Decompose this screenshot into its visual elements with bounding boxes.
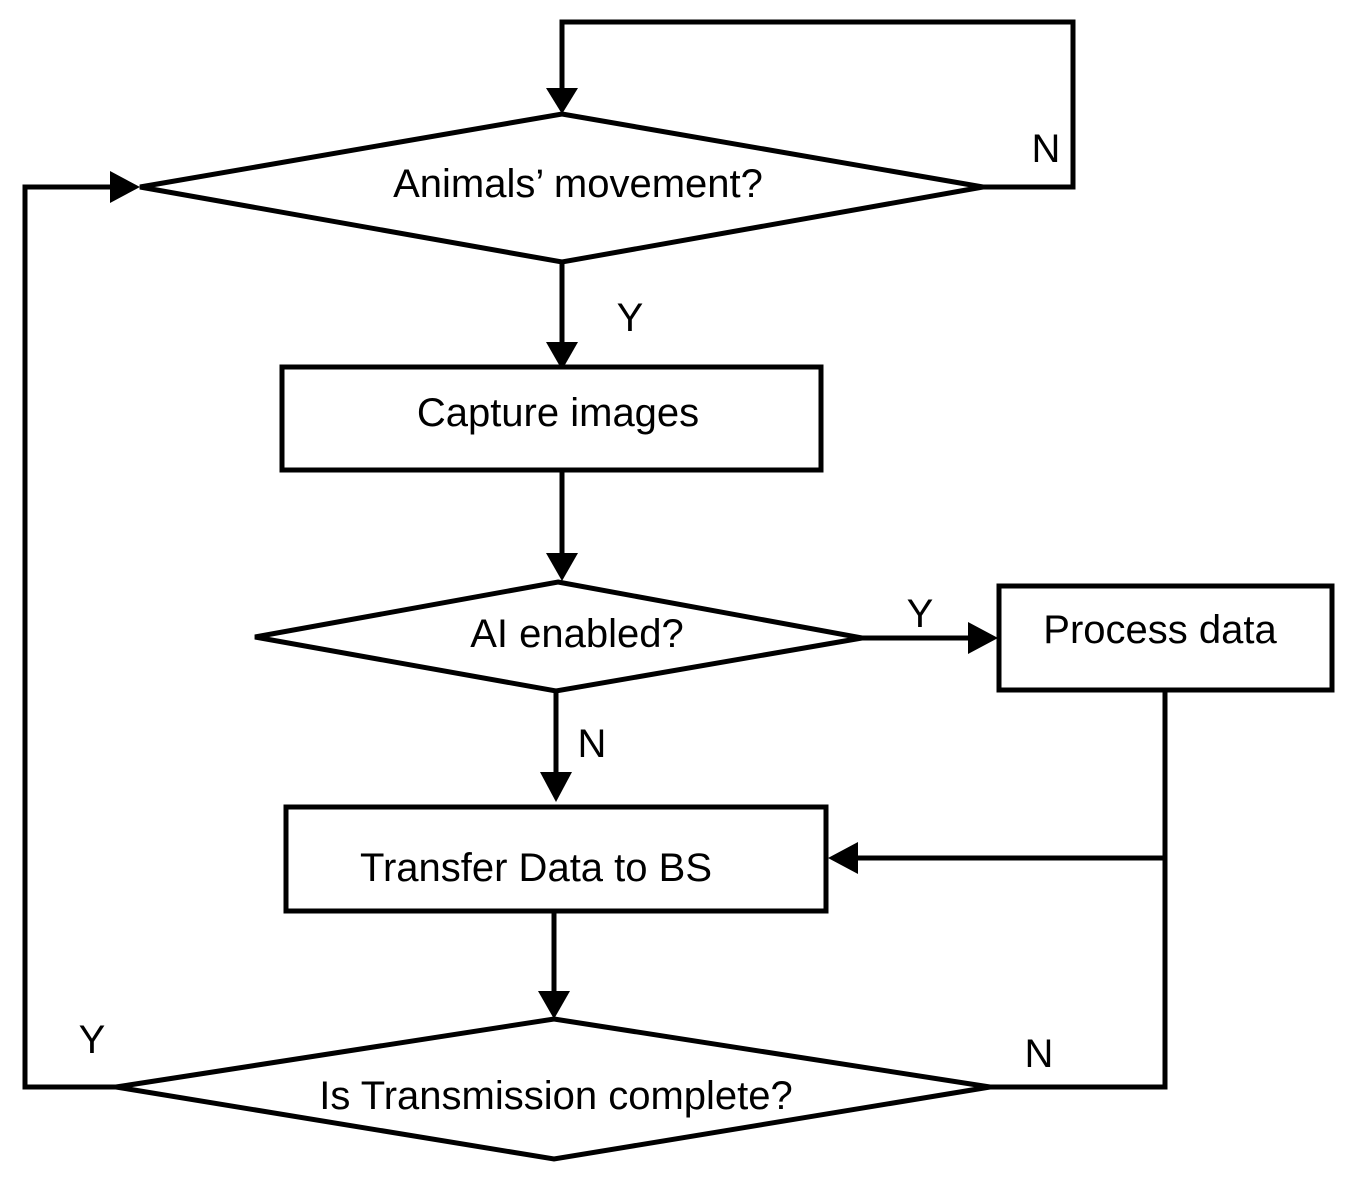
- edge-transmission-yes: [22, 184, 116, 1090]
- decision-ai-enabled-label: AI enabled?: [470, 612, 684, 656]
- process-transfer-data-label: Transfer Data to BS: [360, 846, 712, 890]
- process-capture-images: [279, 364, 824, 473]
- edge-process-to-transfer: [856, 690, 1168, 861]
- label-ai-yes: Y: [907, 592, 934, 636]
- arrowhead-transmission-yes: [110, 171, 140, 203]
- label-transmission-no: N: [1025, 1032, 1054, 1076]
- arrowhead-ai-yes: [968, 622, 998, 654]
- arrowhead-transfer-to-transmission: [538, 991, 570, 1019]
- decision-ai-enabled: [254, 579, 863, 694]
- edge-movement-no: [559, 19, 1076, 190]
- edge-transmission-no: [990, 856, 1168, 1090]
- arrowhead-capture-to-ai: [546, 553, 578, 581]
- decision-animals-movement: [139, 111, 984, 265]
- decision-transmission-complete: [115, 1016, 991, 1162]
- process-process-data-label: Process data: [1043, 608, 1277, 652]
- process-capture-images-label: Capture images: [417, 391, 699, 435]
- arrowhead-process-to-transfer: [828, 842, 858, 874]
- process-process-data: [996, 583, 1335, 693]
- label-transmission-yes: Y: [79, 1018, 106, 1062]
- arrowhead-ai-no: [540, 772, 572, 802]
- label-movement-yes: Y: [617, 296, 644, 340]
- label-movement-no: N: [1032, 127, 1061, 171]
- arrowhead-movement-yes: [546, 342, 578, 370]
- decision-transmission-complete-label: Is Transmission complete?: [319, 1074, 793, 1118]
- label-ai-no: N: [578, 722, 607, 766]
- arrowhead-movement-no: [546, 88, 578, 114]
- decision-animals-movement-label: Animals’ movement?: [393, 162, 763, 206]
- process-transfer-data: [283, 804, 829, 914]
